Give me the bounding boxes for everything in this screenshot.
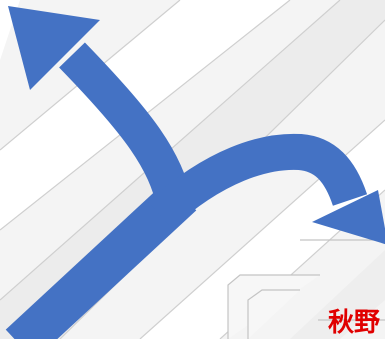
- arrowhead-up-left-icon: [8, 6, 100, 90]
- arrowhead-right-down-icon: [312, 190, 385, 245]
- branching-arrow: [5, 6, 385, 339]
- arrow-branch-right: [147, 133, 368, 229]
- arrow-trunk: [5, 179, 197, 339]
- caption-text: 秋野: [328, 308, 381, 338]
